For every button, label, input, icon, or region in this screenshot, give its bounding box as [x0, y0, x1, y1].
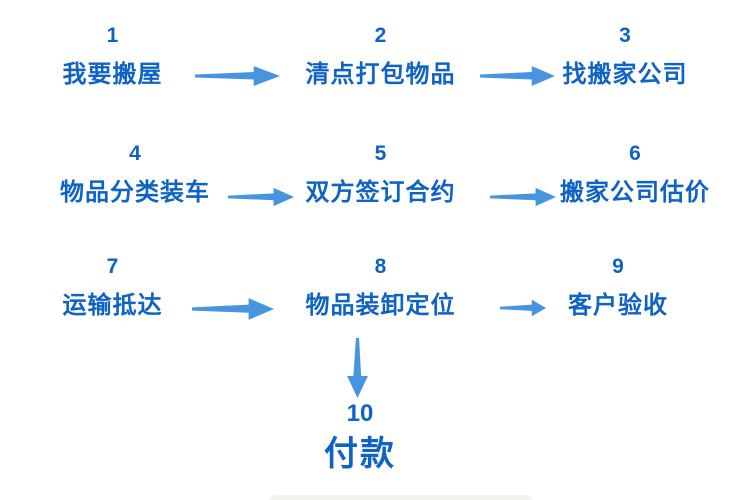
- flow-step-1: 1 我要搬屋: [60, 24, 165, 89]
- step-number: 8: [374, 255, 387, 278]
- step-number: 6: [629, 142, 641, 165]
- step-number: 9: [612, 255, 624, 278]
- flow-step-6: 6 搬家公司估价: [560, 142, 710, 207]
- step-label: 找搬家公司: [562, 61, 688, 88]
- step-label: 运输抵达: [62, 292, 163, 319]
- flow-step-10: 10 付款: [295, 402, 425, 474]
- flow-step-9: 9 客户验收: [563, 255, 673, 320]
- cutoff-image-artifact: [268, 495, 533, 500]
- step-number: 1: [106, 24, 119, 47]
- step-number: 7: [106, 255, 119, 278]
- step-number: 10: [346, 400, 374, 427]
- flow-step-3: 3 找搬家公司: [560, 24, 690, 89]
- step-label: 双方签订合约: [305, 179, 456, 206]
- step-label: 物品装卸定位: [305, 292, 456, 319]
- step-label: 付款: [324, 435, 396, 473]
- step-label: 我要搬屋: [62, 61, 163, 88]
- step-label: 清点打包物品: [305, 61, 456, 88]
- step-number: 4: [129, 142, 141, 165]
- arrow-right-icon: [480, 64, 555, 88]
- arrow-down-icon: [345, 338, 370, 398]
- arrow-right-icon: [228, 186, 294, 208]
- step-number: 3: [619, 24, 631, 47]
- flow-step-8: 8 物品装卸定位: [303, 255, 458, 320]
- arrow-right-icon: [192, 296, 274, 322]
- step-label: 客户验收: [568, 292, 668, 319]
- step-number: 2: [374, 24, 387, 47]
- arrow-right-icon: [500, 298, 546, 318]
- arrow-right-icon: [195, 64, 280, 88]
- flow-step-4: 4 物品分类装车: [60, 142, 210, 207]
- flow-step-7: 7 运输抵达: [60, 255, 165, 320]
- step-number: 5: [374, 142, 387, 165]
- flow-step-2: 2 清点打包物品: [303, 24, 458, 89]
- arrow-right-icon: [490, 186, 556, 208]
- step-label: 物品分类装车: [60, 179, 210, 206]
- flow-step-5: 5 双方签订合约: [303, 142, 458, 207]
- step-label: 搬家公司估价: [560, 179, 710, 206]
